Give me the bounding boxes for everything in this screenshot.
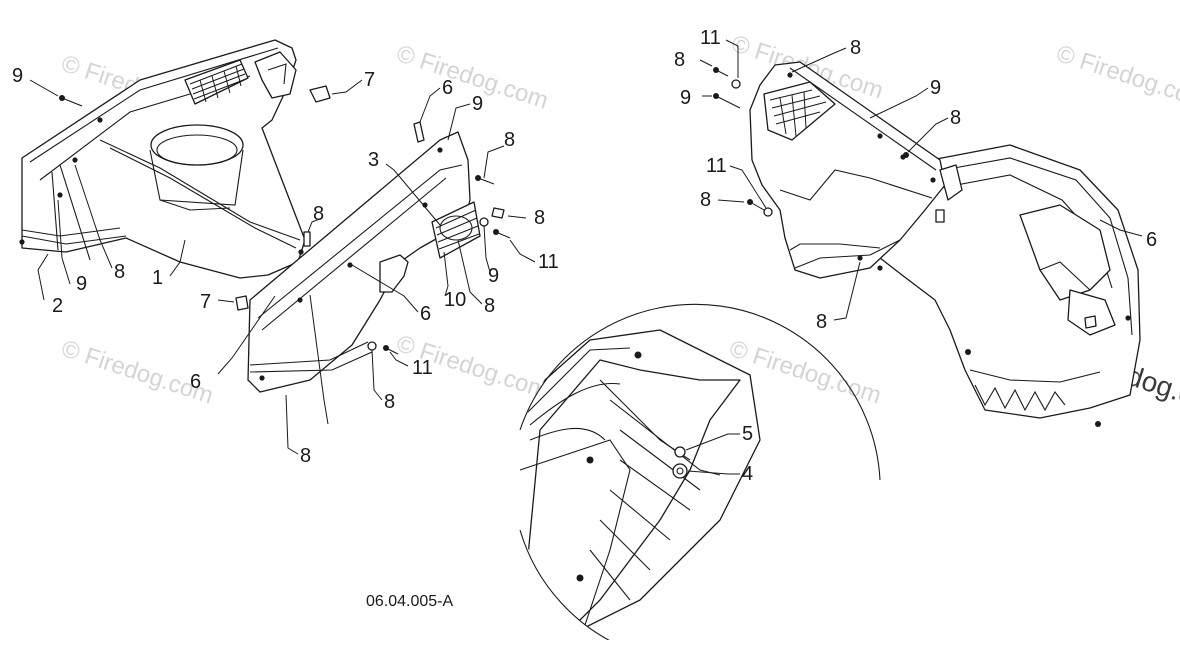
document-number: 06.04.005-A <box>366 593 454 610</box>
callout-8: 8 <box>816 311 827 333</box>
right-hardware <box>713 67 909 217</box>
left-callouts: 9 2 9 8 1 7 7 6 8 3 9 8 6 8 11 9 6 10 8 … <box>12 65 559 467</box>
callout-8: 8 <box>114 261 125 283</box>
vent-grille <box>184 59 249 105</box>
callout-1: 1 <box>152 267 163 289</box>
callout-9: 9 <box>76 273 87 295</box>
callout-11: 11 <box>706 155 727 177</box>
callout-6: 10 <box>444 289 466 311</box>
callout-8: 8 <box>674 49 685 71</box>
callout-4: 4 <box>742 463 753 485</box>
right-housing-assembly <box>749 61 1141 427</box>
callout-9: 9 <box>680 87 691 109</box>
callout-7: 6 <box>442 77 453 99</box>
callout-8: 8 <box>950 107 961 129</box>
vent-grille-10 <box>431 201 481 259</box>
right-callouts: 11 8 8 9 9 8 11 8 6 8 <box>674 27 1157 333</box>
callout-5: 5 <box>742 423 753 445</box>
callout-8: 6 <box>190 371 201 393</box>
callout-11: 8 <box>384 391 395 413</box>
callout-8: 11 <box>538 251 559 273</box>
callout-9: 9 <box>12 65 23 87</box>
left-leader-lines <box>29 79 536 455</box>
callout-11: 11 <box>700 27 721 49</box>
callout-8: 8 <box>850 37 861 59</box>
callout-2: 2 <box>52 295 63 317</box>
inset-detail: 5 4 <box>515 303 881 645</box>
washer-5 <box>674 446 686 458</box>
callout-7: 7 <box>200 291 211 313</box>
left-hardware <box>59 85 511 355</box>
inset-circle-outline <box>519 303 881 481</box>
washer-4 <box>672 463 688 479</box>
vent-grille-right <box>763 81 836 141</box>
callout-9: 6 <box>420 303 431 325</box>
callout-10: 8 <box>484 295 495 317</box>
callout-6: 8 <box>534 207 545 229</box>
callout-3: 9 <box>472 93 483 115</box>
callout-6: 8 <box>313 203 324 225</box>
callout-8: 8 <box>300 445 311 467</box>
callout-11: 9 <box>488 265 499 287</box>
callout-8: 3 <box>368 149 379 171</box>
callout-9: 8 <box>504 129 515 151</box>
hood-part-3 <box>247 131 481 393</box>
right-leader-lines <box>699 39 1143 321</box>
rear-shell <box>879 144 1141 419</box>
watermark: © Firedog.com <box>1053 40 1180 114</box>
callout-8: 8 <box>700 189 711 211</box>
callout-8: 11 <box>412 357 433 379</box>
callout-6: 6 <box>1146 229 1157 251</box>
callout-9: 9 <box>930 77 941 99</box>
callout-7: 7 <box>364 69 375 91</box>
